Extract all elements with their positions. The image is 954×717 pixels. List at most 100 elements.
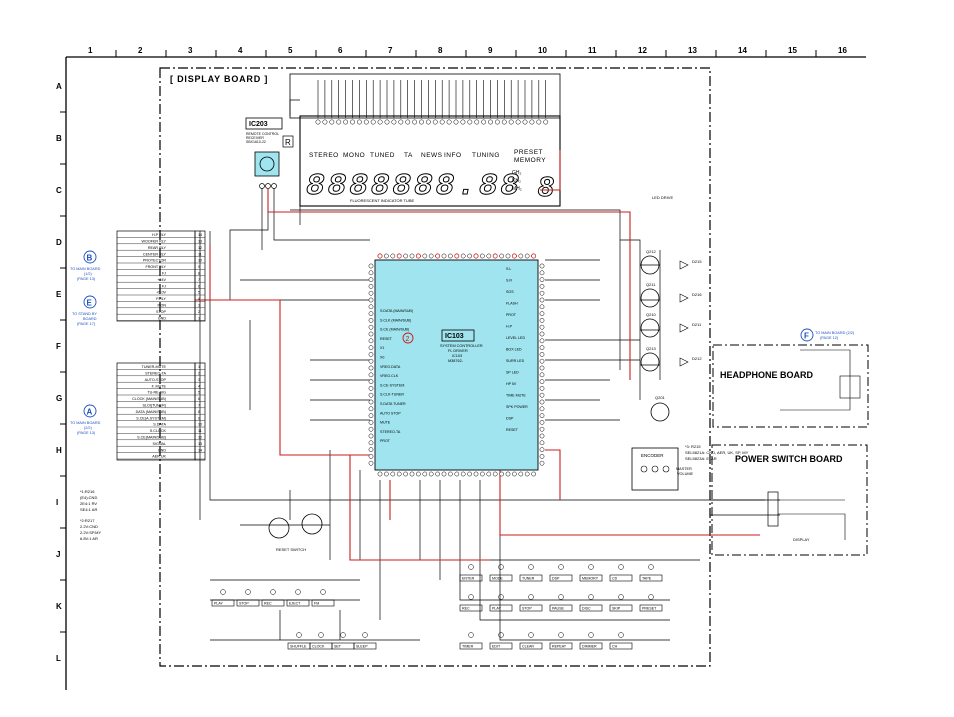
cn201-signal: GND	[158, 316, 167, 320]
ic-pins-top-14	[467, 253, 472, 259]
ic-pins-right-0	[539, 263, 545, 269]
key-label: SLEEP	[356, 645, 368, 649]
ic-pins-right-26	[539, 440, 545, 446]
ic-pins-right-23	[539, 420, 545, 425]
grid-row-I: I	[56, 498, 58, 507]
key-switch	[549, 574, 573, 582]
ic203-r-mark: R	[285, 138, 291, 147]
key-switch	[639, 574, 663, 582]
led-symbol	[679, 293, 689, 303]
fl-indicator-news: NEWS	[421, 152, 443, 159]
led-symbol	[679, 357, 689, 367]
key-switch	[609, 574, 633, 582]
ic-pins-left-4	[368, 290, 374, 296]
svg-text:TO MAIN BOARD: TO MAIN BOARD	[70, 421, 101, 425]
grid-col-7: 7	[388, 46, 393, 55]
key-switch	[609, 642, 633, 650]
ic-pins-bottom-18	[492, 471, 498, 477]
key-label: EDIT	[492, 645, 501, 649]
fl-unit-3: MH₂	[512, 186, 522, 192]
key-switch	[519, 642, 543, 650]
cn201-signal: WOOFER RLY	[141, 240, 166, 244]
ic-pins-bottom-21	[512, 471, 517, 477]
cn202-signal: S.CLOCK	[150, 429, 167, 433]
ic-pins-right-27	[539, 447, 545, 452]
ic-pins-bottom-7	[422, 471, 428, 477]
connector-a-letter: A	[87, 408, 93, 417]
grid-col-14: 14	[738, 46, 747, 55]
ic103-chip: IC103 SYSTEM CONTROLLER FL DRIVER IC103 …	[368, 253, 545, 477]
ic103-left-label: PROT	[380, 439, 391, 443]
ic103-right-label: SP LED	[506, 371, 519, 375]
key-label: TAPE	[642, 577, 652, 581]
ic-pins-bottom-3	[396, 471, 402, 477]
ic-pins-bottom-17	[486, 471, 492, 477]
cn201-signal: P.RLY	[156, 297, 166, 301]
key-label: SHUFFLE	[290, 645, 307, 649]
ic203-block: IC203 REMOTE CONTROL RECEIVER SBX1610-22…	[245, 117, 294, 189]
ic-pins-right-12	[539, 345, 545, 350]
ic103-left-label: STEREO-TA	[380, 430, 401, 434]
ic-pins-right-9	[539, 324, 545, 330]
svg-text:(1/2): (1/2)	[84, 272, 93, 276]
grid-col-16: 16	[838, 46, 847, 55]
ic-pins-left-7	[368, 311, 374, 316]
note-left-line: 6.8V:1 AR	[80, 536, 98, 541]
ic-pins-right-11	[539, 338, 545, 344]
power-switch-label: POWER SWITCH BOARD	[735, 454, 843, 464]
connector-b-letter: B	[87, 254, 93, 263]
ic-pins-right-3	[539, 284, 545, 289]
cn201-pin: 11	[198, 252, 202, 256]
key-label: DSP	[552, 577, 560, 581]
ic-pins-bottom-14	[467, 471, 472, 477]
ic103-left-label: S.CLK-TUNER	[380, 393, 404, 397]
encoder-block: ENCODER MASTER VOLUME	[631, 447, 694, 491]
reset-switch-label: RESET SWITCH	[276, 547, 306, 552]
key-label: CH	[612, 645, 618, 649]
cn201-signal: STOP	[156, 310, 167, 314]
ic-pins-left-25	[368, 433, 374, 439]
cn201-pin: 3	[198, 304, 200, 308]
ic103-desc-2: FL DRIVER	[448, 349, 468, 353]
key-switch	[261, 599, 285, 607]
note-right-line: SEL5821A: CND, AER, UK, SP, MY	[685, 450, 749, 455]
cn201-signal: +24V	[157, 278, 166, 282]
key-switch	[311, 599, 335, 607]
ic203-desc-3: SBX1610-22	[246, 140, 266, 144]
ic103-left-pins	[368, 263, 374, 466]
ic-pins-left-5	[368, 297, 374, 303]
ic-pins-left-22	[368, 413, 374, 418]
ic-pins-left-17	[368, 379, 374, 384]
connector-f-letter: F	[804, 332, 809, 341]
ic-pins-top-8	[428, 253, 434, 259]
key-label: STOP	[522, 607, 532, 611]
headphone-board-label: HEADPHONE BOARD	[720, 370, 814, 380]
svg-text:(PAGE 17): (PAGE 17)	[77, 322, 96, 326]
ic-pins-left-15	[368, 365, 374, 371]
grid-row-B: B	[56, 134, 62, 143]
encoder-title: ENCODER	[641, 453, 664, 458]
key-switch	[459, 574, 483, 582]
ic103-left-label: X0	[380, 356, 384, 360]
grid-row-L: L	[56, 654, 61, 663]
ic103-left-label: VREG.CLK	[380, 374, 399, 378]
svg-text:TO MAIN BOARD: TO MAIN BOARD	[70, 267, 101, 271]
ic-pins-top-23	[524, 253, 530, 259]
svg-text:TO STAND BY: TO STAND BY	[72, 312, 97, 316]
ic-pins-right-13	[539, 352, 545, 357]
key-switch	[519, 604, 543, 612]
fl-indicator-mono: MONO	[343, 152, 365, 159]
key-label: ENTER	[462, 577, 475, 581]
grid-row-E: E	[56, 290, 62, 299]
cn202-pin: 3	[198, 378, 200, 382]
ic-pins-top-2	[390, 253, 396, 259]
transistor-ref: Q210	[646, 312, 657, 317]
ic-pins-left-18	[368, 386, 374, 391]
cn201-pin: 10	[198, 259, 202, 263]
note-left-line: *1:R216	[80, 489, 95, 494]
ic103-left-label: X1	[380, 346, 384, 350]
grid-col-3: 3	[188, 46, 193, 55]
